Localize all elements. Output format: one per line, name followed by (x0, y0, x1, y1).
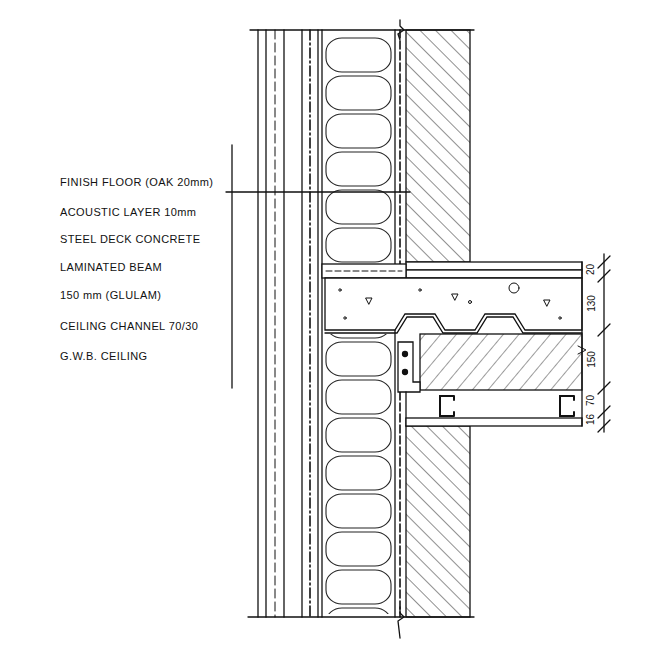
steel-deck (325, 317, 582, 333)
cladding-line (257, 30, 258, 617)
clt-panel (406, 426, 470, 617)
callout-note: 150 mm (GLULAM) (60, 289, 161, 302)
glulam-beam (420, 334, 582, 390)
sheathing-line (399, 392, 401, 617)
dimension-text: 70 (586, 393, 597, 406)
aggregate (339, 289, 341, 291)
ceiling-channel (560, 396, 574, 416)
membrane-line (317, 30, 318, 617)
callout-note: STEEL DECK CONCRETE (60, 233, 200, 246)
dimension-text: 16 (586, 412, 597, 425)
clt-panel (406, 30, 470, 262)
edge-insulation-strip (322, 264, 406, 278)
break-mark (578, 346, 586, 354)
sheathing-line (399, 30, 401, 264)
dimension-text: 150 (586, 350, 597, 369)
dimension-text: 20 (586, 262, 597, 275)
cladding-line (283, 30, 284, 617)
break-mark (398, 607, 404, 638)
batten-line (275, 30, 276, 617)
callout-note: CEILING CHANNEL 70/30 (60, 320, 198, 333)
membrane-dash (309, 30, 311, 617)
membrane-line (301, 30, 302, 617)
dimension-ticks (598, 256, 610, 432)
break-line (581, 262, 582, 426)
callout-note: ACOUSTIC LAYER 10mm (60, 206, 196, 219)
leader-line (226, 191, 410, 192)
concrete-slab (325, 278, 582, 330)
steel-bracket (398, 342, 420, 392)
callout-note: FINISH FLOOR (OAK 20mm) (60, 176, 213, 189)
dimension-text: 130 (586, 294, 597, 313)
leader-line (231, 145, 232, 388)
aggregate (469, 301, 472, 304)
aggregate (544, 300, 550, 306)
break-mark (398, 20, 404, 40)
aggregate (366, 298, 372, 304)
insulation-batt (322, 36, 395, 264)
oak-floor (406, 262, 582, 270)
aggregate (452, 294, 458, 300)
bolt (403, 352, 408, 357)
callout-note: LAMINATED BEAM (60, 261, 162, 274)
aggregate (559, 317, 561, 319)
cladding-line (265, 30, 266, 617)
bolt (403, 370, 408, 375)
insulation-batt (322, 334, 395, 614)
aggregate (509, 283, 519, 293)
strip-dash (326, 271, 402, 272)
concrete-aggregate (339, 283, 561, 319)
acoustic-layer (406, 270, 582, 278)
gwb-ceiling (406, 418, 582, 426)
callout-note: G.W.B. CEILING (60, 350, 148, 363)
dimension-line (603, 254, 604, 432)
aggregate (344, 317, 346, 319)
ceiling-channel (440, 396, 454, 416)
aggregate (419, 289, 421, 291)
